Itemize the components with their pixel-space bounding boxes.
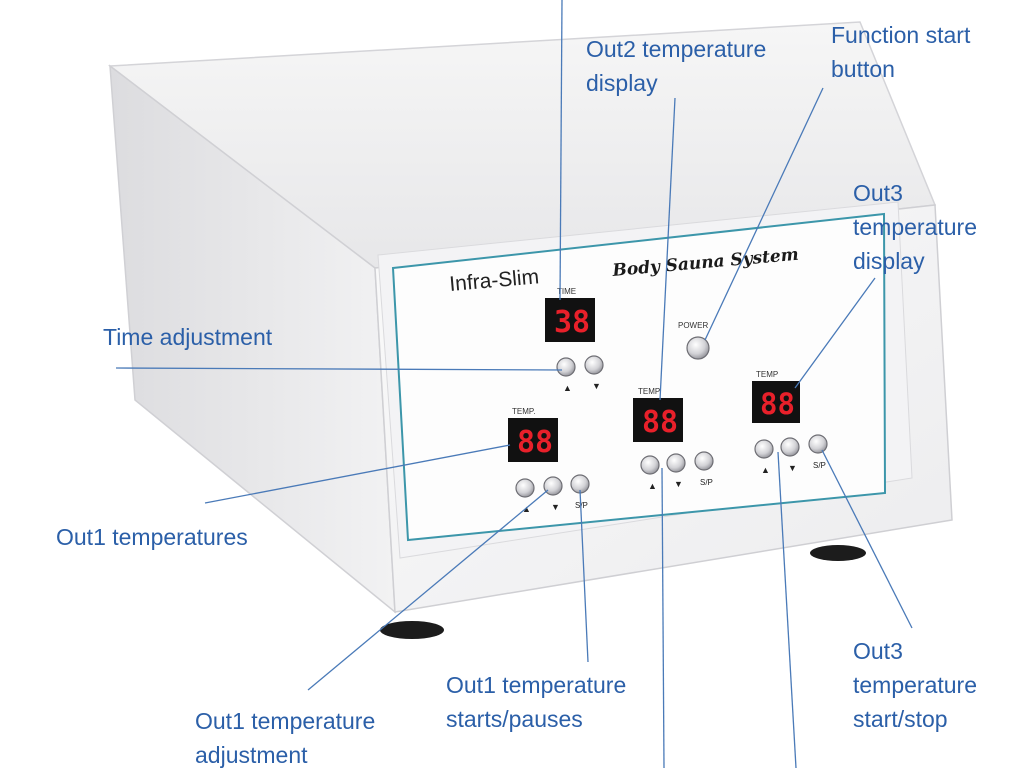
out2-display-group: TEMP 88 ▲ ▼ S/P (633, 387, 714, 491)
leader-function-start (704, 87, 824, 341)
out1-display (508, 418, 558, 462)
time-display-group: TIME 38 ▲ ▼ (545, 287, 604, 393)
out1-up-button[interactable] (515, 478, 535, 498)
callout-out3-startstop: Out3 temperature start/stop (853, 638, 978, 732)
power-label: POWER (678, 321, 708, 330)
out1-up-mark: ▲ (522, 504, 531, 514)
leader-out2-adjust (661, 467, 665, 768)
leader-out2-display (659, 97, 676, 401)
time-reading: 38 (554, 305, 590, 340)
time-down-mark: ▼ (592, 381, 601, 391)
out3-down-mark: ▼ (788, 463, 797, 473)
callout-out1-temps: Out1 temperatures (56, 524, 248, 550)
callout-out1-adjust: Out1 temperature adjustment (195, 708, 376, 768)
out3-label: TEMP (756, 370, 778, 379)
callout-out3-display: Out3 temperature display (853, 180, 978, 274)
leader-out1-startpause (579, 489, 589, 663)
out2-down-mark: ▼ (674, 479, 683, 489)
time-label: TIME (557, 287, 576, 296)
out2-up-mark: ▲ (648, 481, 657, 491)
leader-out3-display (794, 277, 876, 389)
out1-label: TEMP. (512, 407, 535, 416)
out3-up-button[interactable] (754, 439, 774, 459)
leader-out3-startstop (821, 449, 913, 629)
time-display (545, 298, 595, 342)
callout-function-start: Function start button (831, 22, 971, 82)
out3-down-button[interactable] (780, 437, 800, 457)
out1-display-group: TEMP. 88 ▲ ▼ S/P (508, 407, 590, 514)
out2-up-button[interactable] (640, 455, 660, 475)
power-group: POWER (678, 321, 710, 360)
callout-out1-startpause: Out1 temperature starts/pauses (446, 672, 627, 732)
out2-label: TEMP (638, 387, 660, 396)
out3-up-mark: ▲ (761, 465, 770, 475)
out3-display-group: TEMP 88 ▲ ▼ S/P (752, 370, 828, 475)
out1-sp-mark: S/P (575, 501, 588, 510)
leader-time-adjust (115, 367, 563, 371)
out3-reading: 88 (760, 387, 795, 421)
time-up-button[interactable] (556, 357, 576, 377)
out2-down-button[interactable] (666, 453, 686, 473)
out2-reading: 88 (642, 405, 678, 440)
out2-sp-mark: S/P (700, 478, 713, 487)
out1-down-mark: ▼ (551, 502, 560, 512)
out3-sp-mark: S/P (813, 461, 826, 470)
power-button[interactable] (686, 336, 710, 360)
leader-out3-adjust (777, 451, 797, 768)
out2-display (633, 398, 683, 442)
time-down-button[interactable] (584, 355, 604, 375)
callout-time-adjust: Time adjustment (103, 324, 273, 350)
leader-time-display (559, 0, 563, 301)
leader-out1-adjust (307, 489, 549, 691)
out1-down-button[interactable] (543, 476, 563, 496)
out2-sp-button[interactable] (694, 451, 714, 471)
device-foot-left (380, 621, 444, 639)
device-foot-right (810, 545, 866, 561)
leader-out1-temps (204, 444, 511, 504)
leader-lines (115, 0, 913, 768)
time-up-mark: ▲ (563, 383, 572, 393)
out3-sp-button[interactable] (808, 434, 828, 454)
callout-out2-display: Out2 temperature display (586, 36, 767, 96)
out3-display (752, 381, 800, 423)
out1-reading: 88 (517, 425, 553, 460)
